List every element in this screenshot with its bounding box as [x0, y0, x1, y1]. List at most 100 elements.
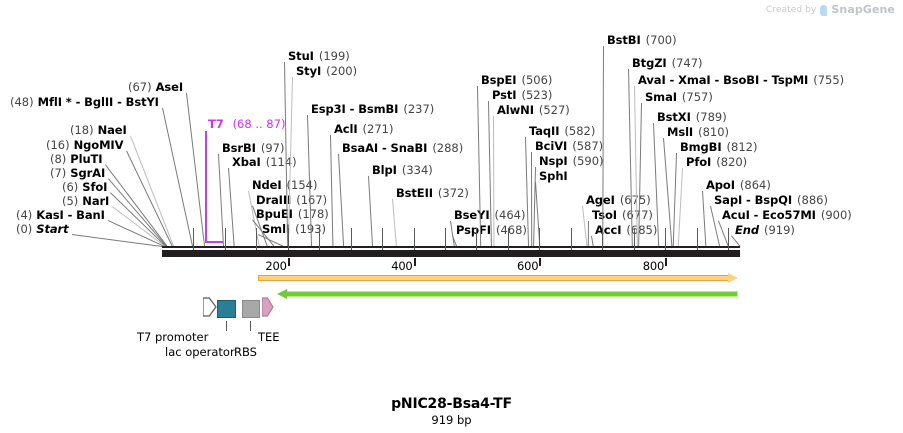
enzyme-name: BsaAI - SnaBI: [342, 141, 428, 155]
enzyme-label-acli[interactable]: AclI(271): [334, 123, 393, 136]
enzyme-label-msli[interactable]: MslI(810): [667, 126, 729, 139]
enzyme-label-bstbi[interactable]: BstBI(700): [607, 34, 677, 47]
enzyme-label-bpuei[interactable]: BpuEI(178): [256, 208, 329, 221]
enzyme-label-acui-eco57mi[interactable]: AcuI - Eco57MI(900): [722, 209, 852, 222]
enzyme-label-styi[interactable]: StyI(200): [296, 65, 357, 78]
enzyme-label-sgrai[interactable]: (7)SgrAI: [50, 167, 105, 180]
enzyme-label-sfoi[interactable]: (6)SfoI: [62, 181, 107, 194]
enzyme-label-ndei[interactable]: NdeI(154): [252, 179, 317, 192]
enzyme-position: (747): [671, 56, 703, 70]
enzyme-label-esp3i-bsmbi[interactable]: Esp3I - BsmBI(237): [311, 103, 434, 116]
enzyme-position: (4): [16, 208, 33, 222]
watermark-brand-label: SnapGene: [831, 3, 895, 16]
enzyme-label-asei[interactable]: (67)AseI: [128, 81, 183, 94]
enzyme-label-bseyi[interactable]: BseYI(464): [454, 209, 525, 222]
feature-glyph-t7-promoter[interactable]: [202, 297, 217, 317]
enzyme-position: (755): [813, 73, 845, 87]
enzyme-position: (812): [726, 140, 758, 154]
enzyme-label-agei[interactable]: AgeI(675): [586, 194, 651, 207]
enzyme-label-sapi-bspqi[interactable]: SapI - BspQI(886): [714, 194, 828, 207]
enzyme-label-mfli-bglii-bstyi[interactable]: (48)MflI * - BglII - BstYI: [10, 96, 159, 109]
enzyme-label-end[interactable]: End(919): [735, 224, 795, 237]
enzyme-label-btgzi[interactable]: BtgZI (747): [632, 57, 703, 70]
enzyme-name: PspFI: [456, 223, 491, 237]
enzyme-label-avai-xmai-bsobi-tspmi[interactable]: AvaI - XmaI - BsoBI - TspMI(755): [638, 74, 844, 87]
enzyme-name: BsrBI: [222, 141, 256, 155]
enzyme-label-start[interactable]: (0)Start: [16, 223, 69, 236]
ruler-minor-tick: [570, 228, 572, 250]
enzyme-label-pluti[interactable]: (8)PluTI: [50, 153, 103, 166]
enzyme-position: (506): [521, 73, 553, 87]
enzyme-position: (523): [521, 88, 553, 102]
enzyme-position: (6): [62, 180, 79, 194]
enzyme-name: BlpI: [372, 163, 397, 177]
leader-line: [392, 198, 397, 247]
enzyme-position: (590): [572, 154, 604, 168]
enzyme-label-bmgbi[interactable]: BmgBI (812): [680, 141, 757, 154]
enzyme-label-bsaai-snabi[interactable]: BsaAI - SnaBI(288): [342, 142, 463, 155]
enzyme-name: BciVI: [535, 139, 568, 153]
enzyme-label-naei[interactable]: (18)NaeI: [70, 124, 127, 137]
enzyme-label-bspei[interactable]: BspEI(506): [481, 74, 552, 87]
enzyme-name: DraIII: [256, 193, 292, 207]
enzyme-label-bsrbi[interactable]: BsrBI(97): [222, 142, 284, 155]
enzyme-label-nspi[interactable]: NspI (590): [539, 155, 604, 168]
enzyme-label-bstei[interactable]: BstEII(372): [396, 187, 469, 200]
enzyme-label-pspfi[interactable]: PspFI(468): [456, 224, 527, 237]
enzyme-label-bclvi[interactable]: BciVI(587): [535, 140, 603, 153]
enzyme-position: (16): [46, 138, 70, 152]
feature-glyph-rbs[interactable]: [242, 300, 260, 318]
enzyme-label-tsoi[interactable]: TsoI(677): [592, 209, 653, 222]
leader-line: [587, 221, 589, 248]
ruler-tick-label: 800: [642, 259, 665, 273]
enzyme-label-acci[interactable]: AccI(685): [595, 224, 657, 237]
enzyme-label-smai[interactable]: SmaI(757): [645, 91, 713, 104]
ruler-major-tick: [539, 258, 542, 266]
enzyme-name: BtgZI: [632, 56, 667, 70]
enzyme-label-ngomiv[interactable]: (16)NgoMIV: [46, 139, 123, 152]
enzyme-name: BseYI: [454, 208, 490, 222]
enzyme-position: (757): [681, 90, 713, 104]
ruler-minor-tick: [287, 228, 289, 250]
enzyme-name: BstBI: [607, 33, 641, 47]
enzyme-label-taqii[interactable]: TaqII(582): [529, 125, 595, 138]
ruler-minor-tick: [319, 228, 321, 250]
enzyme-label-kasi-bani[interactable]: (4)KasI - BanI: [16, 209, 105, 222]
enzyme-position: (114): [265, 155, 297, 169]
enzyme-name: Esp3I - BsmBI: [311, 102, 399, 116]
enzyme-position: (199): [318, 49, 350, 63]
feature-track-orange-feature[interactable]: [258, 275, 729, 281]
enzyme-name: PstI: [492, 88, 517, 102]
leader-line: [186, 92, 206, 247]
enzyme-label-apoi[interactable]: ApoI(864): [706, 179, 771, 192]
enzyme-name: NspI: [539, 154, 568, 168]
enzyme-name: NarI: [82, 194, 110, 208]
enzyme-label-smli[interactable]: SmlI(193): [262, 223, 326, 236]
feature-glyph-tee[interactable]: [261, 297, 274, 317]
enzyme-label-alwni[interactable]: AlwNI(527): [497, 104, 570, 117]
enzyme-name: PfoI: [686, 155, 712, 169]
enzyme-label-psti[interactable]: PstI (523): [492, 89, 552, 102]
enzyme-label-pfoi[interactable]: PfoI(820): [686, 156, 747, 169]
watermark-created-by-label: Created by: [765, 4, 817, 15]
enzyme-position: (7): [50, 166, 67, 180]
sequence-backbone-line: [162, 246, 740, 248]
feature-label-stem: [226, 321, 227, 331]
enzyme-name: BmgBI: [680, 140, 722, 154]
enzyme-name: SphI: [539, 169, 568, 183]
enzyme-label-draiii[interactable]: DraIII(167): [256, 194, 327, 207]
enzyme-label-sphi[interactable]: SphI: [539, 170, 568, 183]
enzyme-label-xbai[interactable]: XbaI(114): [232, 156, 297, 169]
feature-track-green-feature[interactable]: [286, 291, 738, 297]
enzyme-label-nari[interactable]: (5)NarI: [62, 195, 109, 208]
sequence-backbone[interactable]: [162, 250, 740, 257]
enzyme-label-stui[interactable]: StuI(199): [288, 50, 350, 63]
ruler-minor-tick: [539, 228, 541, 250]
feature-glyph-lac-operator[interactable]: [217, 300, 236, 318]
enzyme-label-blpi[interactable]: BlpI(334): [372, 164, 433, 177]
enzyme-name: SmlI: [262, 222, 291, 236]
enzyme-label-bstxi[interactable]: BstXI(789): [657, 111, 727, 124]
enzyme-name: SgrAI: [70, 166, 106, 180]
enzyme-position: (67): [128, 80, 152, 94]
